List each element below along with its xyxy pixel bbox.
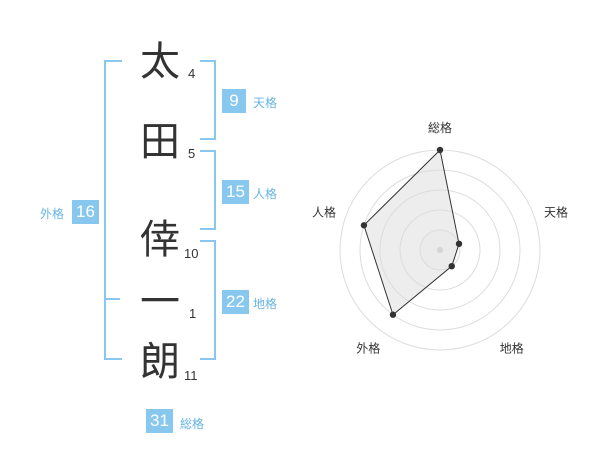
name-char-4: 一	[140, 279, 180, 325]
radar-point-1	[436, 146, 444, 154]
tenkaku-bracket	[200, 60, 216, 140]
name-char-2: 田	[140, 119, 180, 165]
radar-axis-label-3: 地格	[500, 341, 524, 356]
radar-axis-label-2: 天格	[544, 204, 568, 219]
chikaku-bracket	[200, 240, 216, 360]
radar-point-2	[455, 240, 463, 248]
chikaku-label: 地格	[253, 297, 278, 311]
jinkaku-bracket	[200, 150, 216, 230]
stroke-count-5: 11	[184, 368, 198, 383]
gaikaku-bracket-divider	[104, 298, 120, 300]
tenkaku-label: 天格	[253, 96, 278, 110]
radar-axis-label-4: 外格	[356, 341, 380, 356]
radar-point-4	[389, 311, 397, 318]
name-char-1: 太	[140, 39, 180, 85]
jinkaku-badge: 15	[222, 180, 249, 204]
stroke-count-3: 10	[184, 246, 199, 261]
radar-data-polygon	[363, 148, 460, 316]
gaikaku-badge: 16	[72, 200, 99, 224]
soukaku-badge: 31	[146, 409, 173, 433]
chikaku-badge: 22	[222, 290, 249, 314]
name-char-3: 倖	[140, 217, 180, 263]
soukaku-label: 総格	[180, 417, 205, 431]
name-char-5: 朗	[140, 339, 180, 385]
radar-point-3	[448, 262, 455, 270]
gaikaku-bracket	[104, 60, 122, 360]
radar-axis-label-5: 人格	[312, 204, 336, 219]
gaikaku-label: 外格	[40, 207, 65, 221]
jinkaku-label: 人格	[253, 187, 278, 201]
stroke-count-1: 4	[188, 66, 196, 81]
stroke-count-4: 1	[189, 306, 197, 321]
radar-axis-label-1: 総格	[428, 120, 452, 135]
stroke-count-2: 5	[188, 146, 196, 161]
radar-point-5	[360, 222, 368, 229]
tenkaku-badge: 9	[222, 89, 246, 113]
